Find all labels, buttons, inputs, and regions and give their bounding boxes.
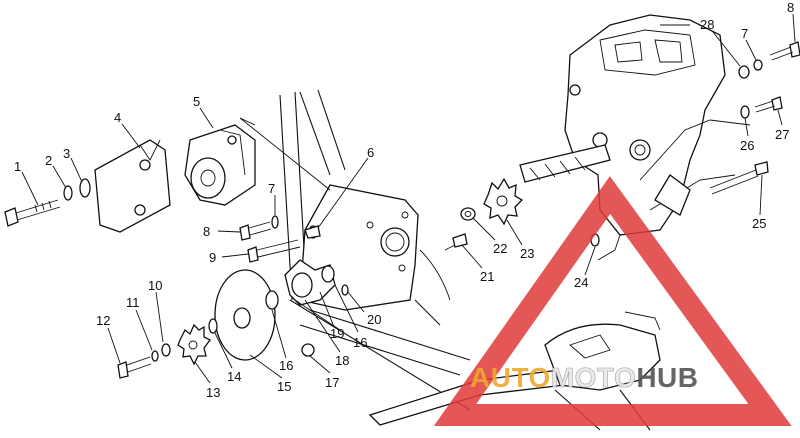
callout-1: 1 [14,159,21,174]
callout-9: 9 [209,250,216,265]
callout-26: 26 [740,138,754,153]
callout-14: 14 [227,369,241,384]
watermark-logo [433,176,792,426]
callout-16: 16 [279,358,293,373]
engine-block [519,14,751,261]
callout-15: 15 [277,379,291,394]
svg-text:AUTOMOTOHUB: AUTOMOTOHUB [470,362,698,393]
callout-27: 27 [775,127,789,142]
callout-11: 11 [126,295,140,310]
callout-28: 28 [700,17,714,32]
callout-7b: 7 [741,26,748,41]
watermark-auto: AUTO [470,362,551,393]
callout-21: 21 [480,269,494,284]
callout-2: 2 [45,153,52,168]
leader-lines [21,13,796,384]
watermark-hub: HUB [636,362,698,393]
watermark-moto: MOTO [551,362,636,393]
callout-7: 7 [268,181,275,196]
callout-6: 6 [367,145,374,160]
callout-17: 17 [325,375,339,390]
callout-3: 3 [63,146,70,161]
callout-labels: 1 2 3 4 5 6 7 8 9 10 11 12 13 14 15 16 1… [14,0,794,400]
callout-5: 5 [193,94,200,109]
callout-25: 25 [752,216,766,231]
callout-23: 23 [520,246,534,261]
callout-24: 24 [574,275,588,290]
callout-10: 10 [148,278,162,293]
callout-19: 19 [330,326,344,341]
drive-sprocket-assembly [444,41,800,251]
callout-8: 8 [203,224,210,239]
watermark-text: AUTOMOTOHUB [470,362,698,394]
alternator-bracket-assembly [4,124,349,379]
callout-16b: 16 [353,335,367,350]
callout-18: 18 [335,353,349,368]
callout-4: 4 [114,110,121,125]
callout-22: 22 [493,241,507,256]
callout-20: 20 [367,312,381,327]
callout-8b: 8 [787,0,794,15]
callout-12: 12 [96,313,110,328]
callout-13: 13 [206,385,220,400]
